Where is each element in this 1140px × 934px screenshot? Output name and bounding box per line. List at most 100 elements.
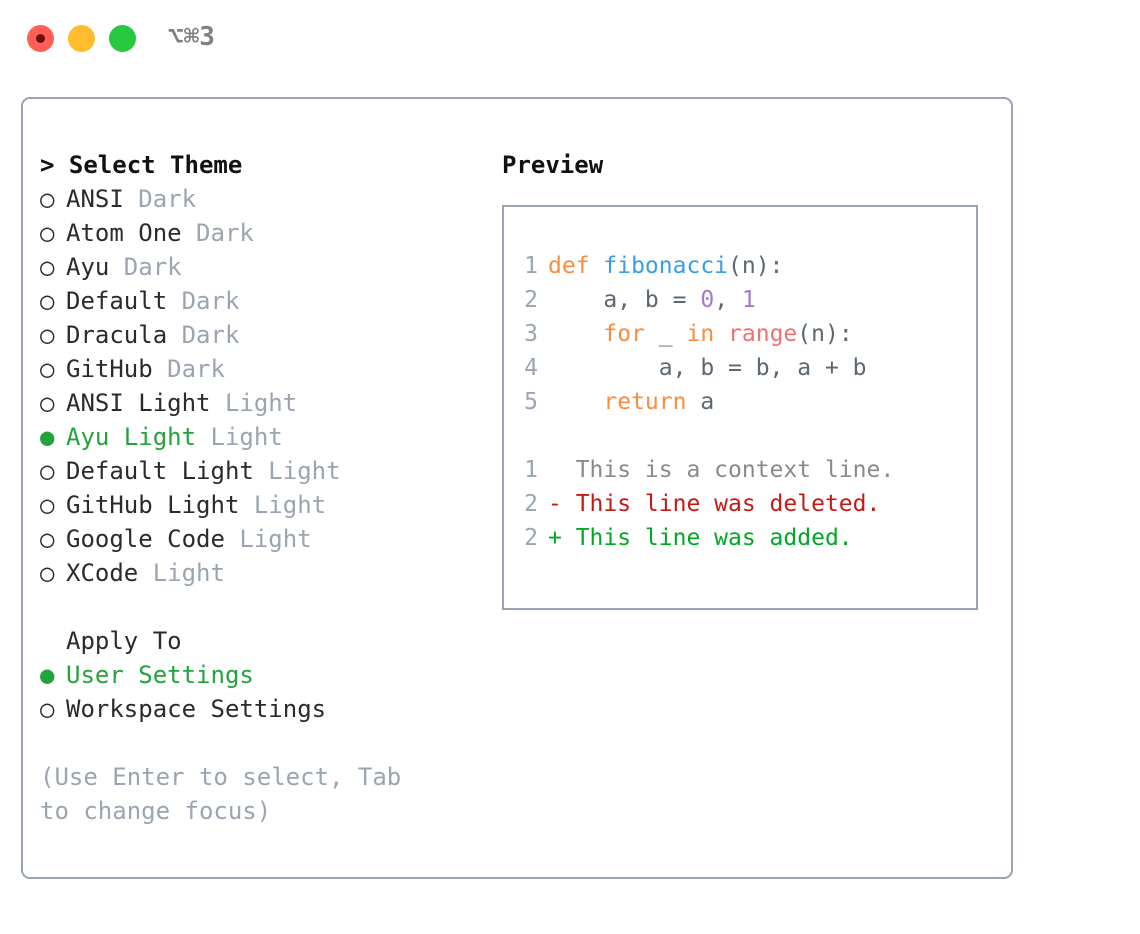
theme-option-tag: Light xyxy=(224,525,312,553)
theme-picker-dialog: > Select Theme ○ANSI Dark○Atom One Dark○… xyxy=(21,97,1013,879)
line-number: 3 xyxy=(524,321,538,347)
radio-unselected-icon: ○ xyxy=(40,457,55,485)
theme-option-tag: Light xyxy=(210,389,298,417)
code-token: def xyxy=(548,253,604,279)
radio-unselected-icon: ○ xyxy=(40,355,55,383)
theme-option[interactable]: ● Ayu Light Light xyxy=(40,420,480,454)
code-line: 2 a, b = 0, 1 xyxy=(514,283,972,317)
theme-option[interactable]: ○ANSI Light Light xyxy=(40,386,480,420)
radio-unselected-icon: ○ xyxy=(40,321,55,349)
code-token: range xyxy=(728,321,798,347)
theme-option-label: ANSI Light xyxy=(66,389,211,417)
line-number: 1 xyxy=(524,253,538,279)
theme-option-tag: Dark xyxy=(167,321,240,349)
line-number: 4 xyxy=(524,355,538,381)
line-number: 2 xyxy=(524,287,538,313)
theme-option-tag: Light xyxy=(138,559,225,587)
line-number: 5 xyxy=(524,389,538,415)
code-token: for xyxy=(603,321,645,347)
code-token: a, b = b, a + b xyxy=(548,355,867,381)
theme-list[interactable]: ○ANSI Dark○Atom One Dark○Ayu Dark○Defaul… xyxy=(40,182,480,590)
diff-text: - This line was deleted. xyxy=(548,491,881,517)
window-controls xyxy=(27,25,136,52)
radio-unselected-icon: ○ xyxy=(40,559,55,587)
line-number: 2 xyxy=(524,491,538,517)
keyboard-hint: (Use Enter to select, Tab to change focu… xyxy=(40,763,402,825)
radio-unselected-icon: ○ xyxy=(40,491,55,519)
code-token: fibonacci xyxy=(603,253,729,279)
code-line: 1 def fibonacci(n): xyxy=(514,249,972,283)
theme-option-label: Ayu xyxy=(66,253,110,281)
theme-option[interactable]: ○GitHub Dark xyxy=(40,352,480,386)
code-line: 5 return a xyxy=(514,385,972,419)
theme-option-tag: Light xyxy=(253,457,341,485)
theme-option-tag: Dark xyxy=(181,219,254,247)
minimize-light[interactable] xyxy=(68,25,95,52)
code-token: return xyxy=(603,389,687,415)
theme-option-label: Default xyxy=(66,287,168,315)
theme-option[interactable]: ○ Dracula Dark xyxy=(40,318,480,352)
radio-unselected-icon: ○ xyxy=(40,185,55,213)
preview-heading: Preview xyxy=(502,151,604,179)
code-token: a xyxy=(686,389,715,415)
code-token: 0 xyxy=(700,287,715,313)
code-token: a, b = xyxy=(548,287,701,313)
radio-unselected-icon: ○ xyxy=(40,253,55,281)
apply-to-option[interactable]: ○Workspace Settings xyxy=(40,692,480,726)
line-number: 1 xyxy=(524,457,538,483)
theme-option-tag: Dark xyxy=(152,355,225,383)
theme-option[interactable]: ○ ANSI Dark xyxy=(40,182,480,216)
code-token: _ xyxy=(644,321,687,347)
code-token: (n): xyxy=(728,253,784,279)
diff-text: This is a context line. xyxy=(548,457,895,483)
theme-option-tag: Dark xyxy=(123,185,197,213)
apply-to-option[interactable]: ● User Settings xyxy=(40,658,480,692)
theme-option-label: Dracula xyxy=(66,321,168,349)
theme-option-label: XCode xyxy=(66,559,139,587)
code-token: , xyxy=(714,287,742,313)
theme-option[interactable]: ○ Default Light Light xyxy=(40,454,480,488)
radio-unselected-icon: ○ xyxy=(40,287,55,315)
radio-unselected-icon: ○ xyxy=(40,525,55,553)
apply-to-list[interactable]: ● User Settings ○Workspace Settings xyxy=(40,658,480,726)
theme-option[interactable]: ○ Google Code Light xyxy=(40,522,480,556)
theme-option[interactable]: ○Atom One Dark xyxy=(40,216,480,250)
code-line: 3 for _ in range(n): xyxy=(514,317,972,351)
title-bar: ⌥⌘3 xyxy=(0,0,1140,78)
theme-option[interactable]: ○ XCode Light xyxy=(40,556,480,590)
code-token xyxy=(548,389,603,415)
code-token xyxy=(714,321,728,347)
theme-option-label: ANSI xyxy=(66,185,124,213)
close-light[interactable] xyxy=(27,25,54,52)
theme-option[interactable]: ○ Default Dark xyxy=(40,284,480,318)
select-theme-heading: > Select Theme xyxy=(40,151,243,179)
theme-option-label: Google Code xyxy=(66,525,225,553)
code-line: 4 a, b = b, a + b xyxy=(514,351,972,385)
theme-option-tag: Light xyxy=(196,423,283,451)
radio-selected-icon: ● xyxy=(40,423,55,451)
shortcut-label: ⌥⌘3 xyxy=(168,22,215,52)
diff-text: + This line was added. xyxy=(548,525,853,551)
apply-to-heading: Apply To xyxy=(66,627,182,655)
code-token xyxy=(548,321,603,347)
diff-line-add: 2+ This line was added. xyxy=(514,521,972,555)
diff-line-ctx: 1 This is a context line. xyxy=(514,453,972,487)
theme-option-tag: Dark xyxy=(167,287,240,315)
theme-option[interactable]: ○ GitHub Light Light xyxy=(40,488,480,522)
theme-option[interactable]: ○ Ayu Dark xyxy=(40,250,480,284)
maximize-light[interactable] xyxy=(109,25,136,52)
theme-option-tag: Light xyxy=(239,491,327,519)
theme-selection-panel: > Select Theme ○ANSI Dark○Atom One Dark○… xyxy=(40,148,480,828)
apply-to-option-label: User Settings xyxy=(66,661,254,689)
radio-unselected-icon: ○ xyxy=(40,219,55,247)
code-token: in xyxy=(686,321,715,347)
theme-option-tag: Dark xyxy=(109,253,182,281)
theme-option-label: Ayu Light xyxy=(66,423,197,451)
code-token: (n): xyxy=(797,321,853,347)
theme-option-label: Default Light xyxy=(66,457,254,485)
theme-option-label: GitHub Light xyxy=(66,491,240,519)
radio-selected-icon: ● xyxy=(40,661,55,689)
